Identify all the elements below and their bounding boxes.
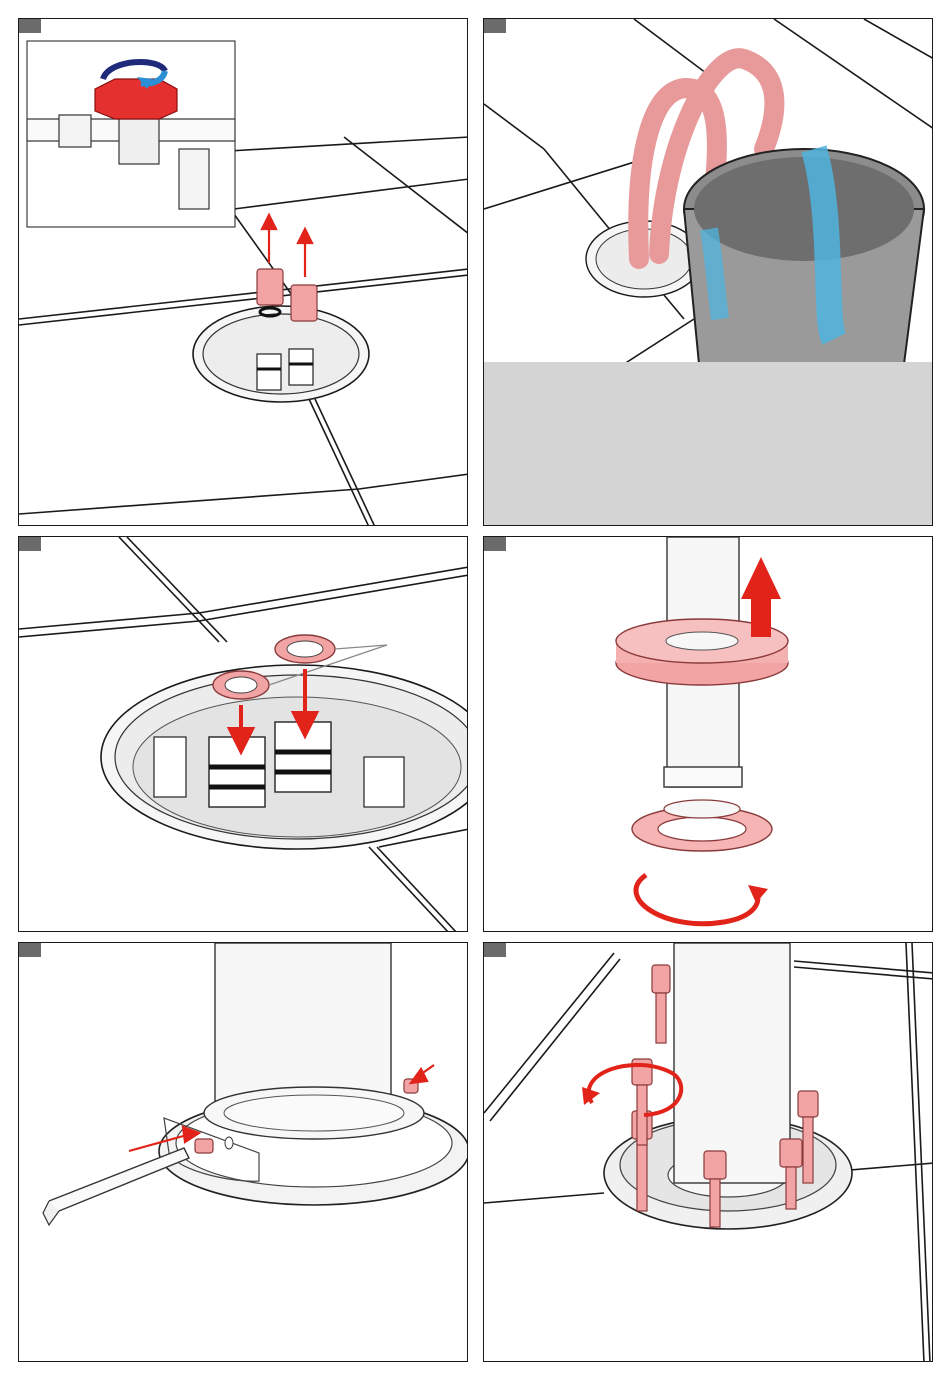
bolt: [704, 1151, 726, 1179]
bolt: [656, 993, 666, 1043]
bolt: [632, 1059, 652, 1085]
bolt: [652, 965, 670, 993]
valve-handle: [95, 79, 177, 119]
plug-right: [291, 285, 317, 321]
rotate-arrow-icon: [636, 875, 768, 924]
step-2-illustration: [484, 19, 933, 364]
bolt: [803, 1117, 813, 1183]
step-panel-1: [18, 18, 468, 526]
bolt: [786, 1167, 796, 1209]
step-5-illustration: [19, 943, 468, 1362]
step-tab-4: [484, 537, 506, 551]
step-panel-4: [483, 536, 933, 932]
up-arrow-icon: [298, 229, 312, 243]
step-tab-5: [19, 943, 41, 957]
bolt: [637, 1139, 647, 1211]
step-tab-2: [484, 19, 506, 33]
step-tab-6: [484, 943, 506, 957]
water-stream: [814, 149, 834, 339]
plug-left: [257, 269, 283, 305]
step-panel-3: [18, 536, 468, 932]
step-6-illustration: [484, 943, 933, 1362]
step-panel-2: [483, 18, 933, 526]
floor-drain-housing: [193, 306, 369, 402]
set-screw-left: [195, 1139, 213, 1153]
column-pipe: [674, 943, 790, 1183]
bolt: [780, 1139, 802, 1167]
mounting-base-ring: [632, 800, 772, 851]
empty-placeholder-area: [484, 362, 932, 525]
step-tab-3: [19, 537, 41, 551]
step-1-illustration: [19, 19, 468, 526]
water-stream: [709, 229, 720, 319]
step-panel-5: [18, 942, 468, 1362]
step-panel-6: [483, 942, 933, 1362]
step-3-illustration: [19, 537, 468, 932]
bucket: [684, 149, 924, 364]
bolt: [710, 1179, 720, 1227]
bolt: [798, 1091, 818, 1117]
step-tab-1: [19, 19, 41, 33]
step-4-illustration: [484, 537, 933, 932]
hex-key-icon: [49, 1148, 189, 1211]
up-arrow-icon: [262, 215, 276, 229]
